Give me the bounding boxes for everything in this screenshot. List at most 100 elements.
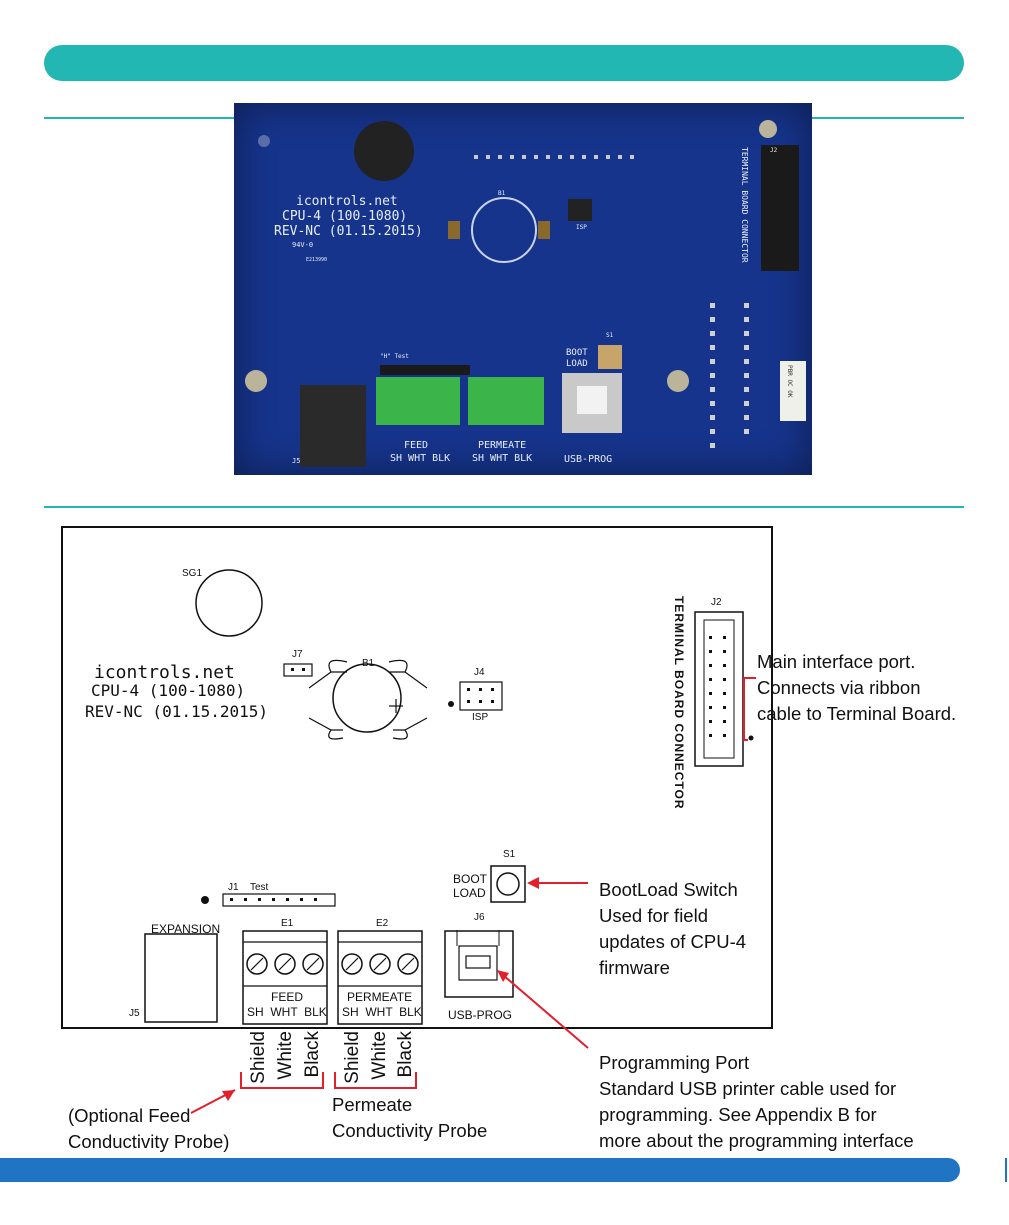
callout-bootload-line: Used for field [599,905,708,926]
s1-switch [490,865,526,903]
header-bar [44,45,964,81]
label-j7: J7 [292,649,303,660]
label-permeate-pins: SH WHT BLK [342,1005,422,1019]
pin-row [474,155,634,159]
board-revision: REV-NC (01.15.2015) [85,702,269,721]
j4-header [459,681,503,711]
j2-connector [694,611,744,767]
pcb-boot: BOOT [566,348,588,358]
dot-columns [710,303,749,448]
pcb-rating: 94V-0 [292,241,314,249]
j7-header [283,663,313,677]
label-isp: ISP [472,712,489,723]
pcb-usb: USB-PROG [564,454,613,465]
callout-main-port-line: Main interface port. [757,651,916,672]
isp-header [568,199,592,221]
pcb-j2: J2 [770,147,778,154]
label-sg1: SG1 [182,568,203,579]
label-test: Test [250,882,269,893]
battery-tab [538,221,550,239]
expansion-port [144,933,218,1023]
pcb-isp: ISP [576,224,587,231]
callout-bootload: BootLoad Switch Used for field updates o… [599,877,746,981]
battery-tab [448,221,460,239]
callout-bootload-line: BootLoad Switch [599,879,738,900]
label-j6: J6 [474,912,485,923]
label-permeate: PERMEATE [347,990,413,1004]
pcb-revision: REV-NC (01.15.2015) [274,224,423,239]
footer-edge [1005,1158,1007,1182]
label-terminal-board-connector: TERMINAL BOARD CONNECTOR [672,596,686,810]
callout-feed-probe-line: Conductivity Probe) [68,1131,230,1152]
sg1-buzzer [195,569,263,637]
pcb-j5: J5 [292,457,301,465]
j1-header [222,893,336,907]
pcb-s1: S1 [606,332,614,339]
label-s1: S1 [503,849,516,860]
battery-holder [471,197,537,263]
pcb-sticker: PBR OC OK [786,365,793,398]
callout-programming-line: Programming Port [599,1052,750,1073]
test-header [380,365,470,375]
pcb-feed: FEED [404,440,429,451]
label-e2: E2 [376,918,389,929]
label-feed: FEED [271,990,304,1004]
pcb-brand: icontrols.net [296,194,398,209]
pcb-photo: icontrols.net CPU-4 (100-1080) REV-NC (0… [234,103,812,475]
pcb-photo-art [245,120,806,467]
callout-programming-line: Standard USB printer cable used for [599,1078,897,1099]
pcb-terminal-connector: TERMINAL BOARD CONNECTOR [740,147,749,263]
callout-programming-line: programming. See Appendix B for [599,1104,877,1125]
pcb-load: LOAD [566,359,588,369]
mounting-hole [667,370,689,392]
callout-feed-probe-line: (Optional Feed [68,1105,191,1126]
label-j2: J2 [711,597,722,608]
board-model: CPU-4 (100-1080) [91,681,246,700]
callout-permeate-probe: Permeate Conductivity Probe [332,1092,487,1144]
label-expansion: EXPANSION [151,922,221,936]
mounting-hole [759,120,777,138]
permeate-terminal-block [468,377,544,425]
terminal-connector [761,145,799,271]
divider-top-left [44,117,234,119]
j6-usb-port [444,930,514,998]
feed-terminal-block [376,377,460,425]
sticker [780,361,806,421]
label-load: LOAD [453,886,486,900]
label-j1: J1 [228,882,239,893]
divider-top-right [812,117,964,119]
pcb-feed-pins: SH WHT BLK [390,453,451,464]
callout-bootload-line: updates of CPU-4 [599,931,747,952]
callout-programming: Programming Port Standard USB printer ca… [599,1050,914,1154]
divider-middle [44,506,964,508]
label-j4: J4 [474,667,485,678]
permeate-wire-black: Black [395,1031,416,1078]
permeate-wire-shield: Shield [342,1031,363,1084]
callout-programming-line: more about the programming interface [599,1130,914,1151]
label-feed-pins: SH WHT BLK [247,1005,327,1019]
buzzer [354,121,414,181]
feed-wire-shield: Shield [248,1031,269,1084]
e2-permeate-terminal [337,930,423,1025]
e1-feed-terminal [242,930,328,1025]
callout-feed-probe: (Optional Feed Conductivity Probe) [68,1103,229,1155]
label-j5: J5 [129,1008,140,1019]
label-e1: E1 [281,918,294,929]
pcb-b1: B1 [498,190,506,197]
board-brand: icontrols.net [94,662,235,683]
pcb-permeate: PERMEATE [478,440,527,451]
board-diagram: SG1 icontrols.net CPU-4 (100-1080) REV-N… [61,526,773,1029]
pcb-model: CPU-4 (100-1080) [282,209,408,224]
mounting-hole [245,370,267,392]
permeate-wire-white: White [369,1031,390,1080]
expansion-jack [300,385,366,467]
feed-wire-black: Black [302,1031,323,1078]
callout-permeate-probe-line: Permeate [332,1094,413,1115]
pcb-cert: E213990 [306,257,328,263]
pcb-permeate-pins: SH WHT BLK [472,453,533,464]
callout-permeate-probe-line: Conductivity Probe [332,1120,488,1141]
callout-bootload-line: firmware [599,957,670,978]
b1-battery [332,663,402,733]
mounting-hole [258,135,270,147]
label-boot: BOOT [453,872,488,886]
